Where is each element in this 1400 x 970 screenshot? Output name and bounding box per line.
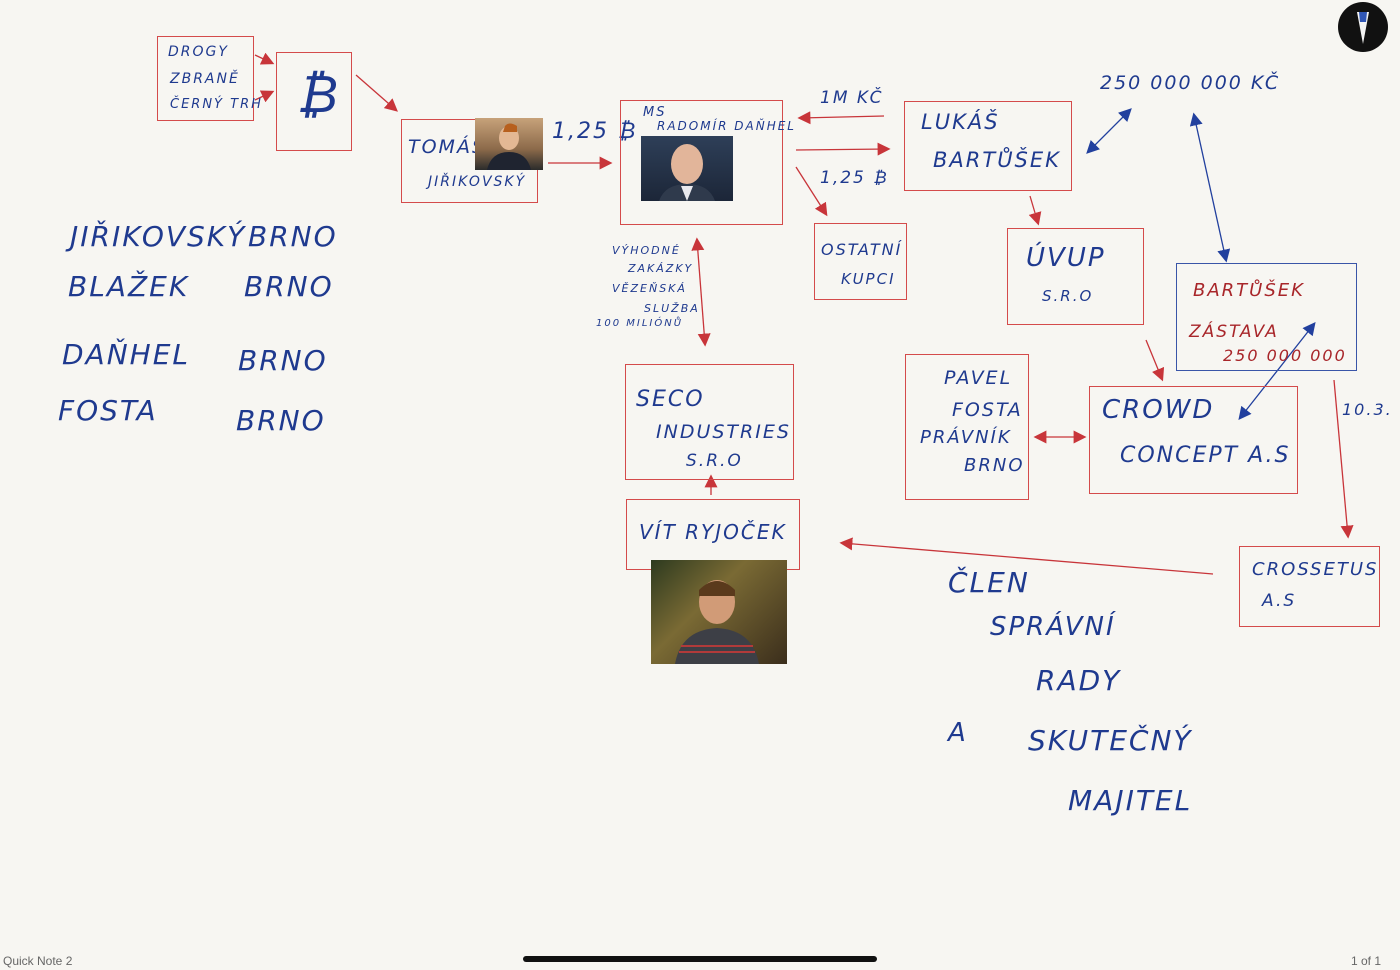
arrow-lukas-danhel xyxy=(797,111,885,125)
arrow-zastava-crossetus xyxy=(1333,379,1354,539)
note-line-5: SKUTEČNÝ xyxy=(1028,724,1193,757)
zakazka-line-1: VÝHODNÉ xyxy=(612,244,681,257)
photo-vit xyxy=(651,560,787,664)
arrow-crossetus-vit xyxy=(839,537,1214,575)
photo-danhel xyxy=(641,136,733,201)
box-drugs[interactable]: DROGY ZBRANĚ ČERNÝ TRH xyxy=(157,36,261,121)
person-silhouette-icon xyxy=(659,144,715,201)
person-silhouette-icon xyxy=(675,580,759,664)
box-crowd[interactable]: CROWD CONCEPT A.S xyxy=(1089,386,1298,494)
label-btc-125-a: 1,25 ₿ xyxy=(552,119,638,144)
seco-line-2: INDUSTRIES xyxy=(656,421,791,443)
pen-icon xyxy=(1357,12,1369,44)
photo-tomas xyxy=(475,118,543,170)
box-pavel[interactable]: PAVEL FOSTA PRÁVNÍK BRNO xyxy=(905,354,1029,500)
vit-name: VÍT RYJOČEK xyxy=(639,520,787,544)
arrow-lukas-uvup xyxy=(1028,195,1042,226)
crowd-line-1: CROWD xyxy=(1102,395,1215,425)
uvup-line-2: S.R.O xyxy=(1042,287,1094,305)
bitcoin-symbol: ₿ xyxy=(297,65,340,125)
box-bitcoin[interactable]: ₿ xyxy=(276,52,352,151)
zastava-line-1: BARTŮŠEK xyxy=(1193,280,1305,301)
crossetus-line-1: CROSSETUS xyxy=(1252,559,1379,580)
label-amount: 250 000 000 KČ xyxy=(1100,72,1281,94)
box-uvup[interactable]: ÚVUP S.R.O xyxy=(1007,228,1144,325)
note-line-4: A xyxy=(948,718,968,748)
arrow-danhel-seco xyxy=(691,237,711,347)
list-city-2: BRNO xyxy=(244,270,334,303)
note-line-2: SPRÁVNÍ xyxy=(990,612,1116,642)
arrow-danhel-ostatni xyxy=(795,166,828,217)
home-indicator[interactable] xyxy=(523,956,877,962)
list-name-4: FOSTA xyxy=(58,394,158,427)
zakazka-line-2: ZAKÁZKY xyxy=(628,262,694,275)
drugs-line-3: ČERNÝ TRH xyxy=(170,97,263,112)
seco-line-1: SECO xyxy=(636,387,705,412)
arrow-uvup-crowd xyxy=(1145,339,1165,382)
pavel-line-2: FOSTA xyxy=(952,399,1023,421)
arrow-btc-tomas xyxy=(355,74,398,112)
danhel-line-1: MS xyxy=(643,105,667,120)
note-line-6: MAJITEL xyxy=(1068,784,1193,817)
zakazka-line-3: VĚZEŇSKÁ xyxy=(612,282,687,295)
arrow-amount-zastava xyxy=(1189,112,1231,263)
list-city-4: BRNO xyxy=(236,404,326,437)
note-title: Quick Note 2 xyxy=(3,954,73,968)
danhel-line-2: RADOMÍR DAŇHEL xyxy=(657,119,796,133)
list-name-1: JIŘIKOVSKÝ xyxy=(70,220,247,253)
note-line-1: ČLEN xyxy=(948,566,1030,599)
seco-line-3: S.R.O xyxy=(686,451,743,471)
zastava-line-3: 250 000 000 xyxy=(1223,346,1347,365)
label-one-kc: 1M KČ xyxy=(820,88,884,108)
list-name-3: DAŇHEL xyxy=(62,338,191,371)
lukas-line-2: BARTŮŠEK xyxy=(933,148,1061,172)
box-seco[interactable]: SECO INDUSTRIES S.R.O xyxy=(625,364,794,480)
box-bartusek-zastava[interactable]: BARTŮŠEK ZÁSTAVA 250 000 000 xyxy=(1176,263,1357,371)
crowd-line-2: CONCEPT A.S xyxy=(1120,443,1291,468)
label-date: 10.3. xyxy=(1342,400,1393,419)
label-btc-125-b: 1,25 ₿ xyxy=(820,168,889,188)
zakazka-line-5: 100 MILIÓNŮ xyxy=(596,318,684,329)
box-danhel[interactable]: MS RADOMÍR DAŇHEL xyxy=(620,100,794,225)
arrow-lukas-amount xyxy=(1086,108,1132,154)
zastava-line-2: ZÁSTAVA xyxy=(1189,322,1279,342)
uvup-line-1: ÚVUP xyxy=(1026,243,1106,273)
box-lukas[interactable]: LUKÁŠ BARTŮŠEK xyxy=(904,101,1072,191)
person-silhouette-icon xyxy=(487,123,531,170)
box-ostatni[interactable]: OSTATNÍ KUPCI xyxy=(814,223,907,300)
arrow-danhel-lukas xyxy=(795,142,891,156)
pavel-line-1: PAVEL xyxy=(944,367,1013,389)
pavel-line-3: PRÁVNÍK xyxy=(920,427,1012,448)
tomas-line-1: TOMÁŠ xyxy=(408,136,487,158)
pen-tool-button[interactable] xyxy=(1338,2,1388,52)
arrow-zastava-crowd xyxy=(1238,321,1316,421)
list-city-3: BRNO xyxy=(238,344,328,377)
crossetus-line-2: A.S xyxy=(1262,591,1297,611)
drugs-line-2: ZBRANĚ xyxy=(170,71,240,87)
note-line-3: RADY xyxy=(1036,664,1122,697)
tomas-line-2: JIŘIKOVSKÝ xyxy=(428,174,527,190)
pavel-line-4: BRNO xyxy=(964,455,1025,476)
lukas-line-1: LUKÁŠ xyxy=(921,110,1000,134)
ostatni-line-1: OSTATNÍ xyxy=(821,240,903,259)
ostatni-line-2: KUPCI xyxy=(841,270,896,288)
list-city-1: BRNO xyxy=(248,220,338,253)
box-crossetus[interactable]: CROSSETUS A.S xyxy=(1239,546,1380,627)
drugs-line-1: DROGY xyxy=(168,44,229,60)
arrow-drugs-btc-1 xyxy=(254,52,275,65)
zakazka-line-4: SLUŽBA xyxy=(644,302,700,315)
arrow-drugs-btc-2 xyxy=(254,90,275,103)
page-indicator: 1 of 1 xyxy=(1350,954,1381,968)
list-name-2: BLAŽEK xyxy=(68,270,190,303)
